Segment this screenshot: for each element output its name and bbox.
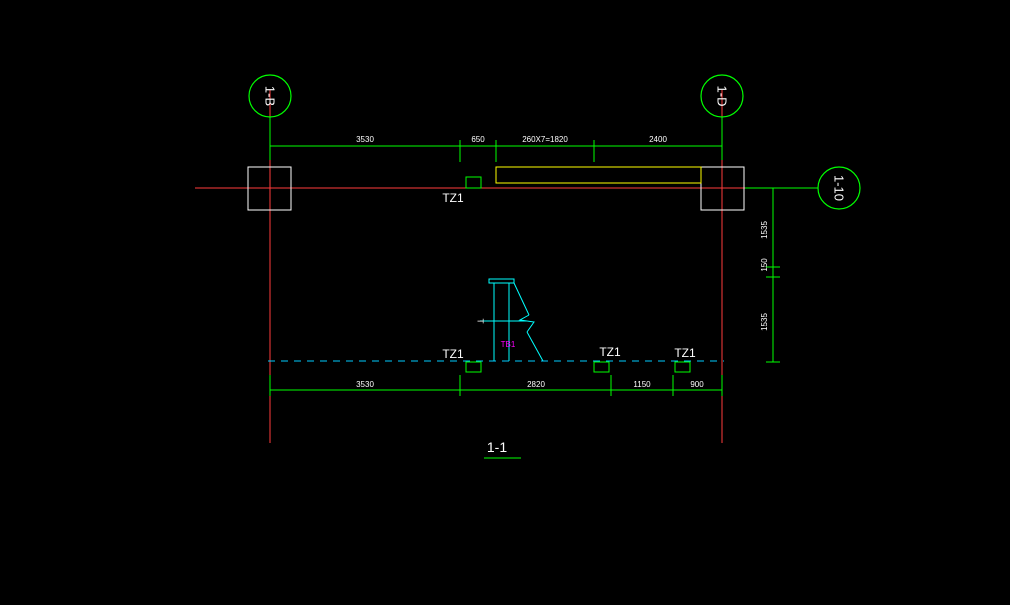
column-left[interactable]	[247, 166, 292, 211]
bottom-dim-4: 900	[690, 380, 704, 389]
stair-section[interactable]	[480, 278, 544, 362]
stair-label: TB1	[501, 340, 516, 349]
axis-bubble-1-d[interactable]: 1-D	[700, 74, 744, 145]
top-dim-2: 650	[471, 135, 485, 144]
tz-top-label: TZ1	[442, 191, 464, 205]
tz-bottom-box-2[interactable]	[593, 361, 610, 373]
section-title: 1-1	[487, 439, 507, 455]
landing-slab[interactable]	[495, 166, 702, 184]
tz-bottom-label-2: TZ1	[599, 345, 621, 359]
right-dim-1: 1535	[760, 221, 769, 239]
top-dim-4: 2400	[649, 135, 667, 144]
axis-label-1-b: 1-B	[263, 86, 278, 106]
top-dim-3: 260X7=1820	[522, 135, 568, 144]
bottom-dim-3: 1150	[633, 380, 651, 389]
top-dim-1: 3530	[356, 135, 374, 144]
right-dim-2: 150	[760, 258, 769, 272]
column-right[interactable]	[700, 166, 745, 211]
tz-bottom-label-1: TZ1	[442, 347, 464, 361]
tz-bottom-box-1[interactable]	[465, 361, 482, 373]
tz-bottom-box-3[interactable]	[674, 361, 691, 373]
axis-label-1-10: 1-10	[832, 175, 847, 201]
top-dimension-line	[269, 140, 723, 162]
tz-top-box[interactable]	[465, 176, 482, 189]
bottom-dim-1: 3530	[356, 380, 374, 389]
tz-bottom-label-3: TZ1	[674, 346, 696, 360]
bottom-dimension-line	[269, 375, 723, 396]
right-dimension-line	[766, 188, 780, 363]
right-dim-3: 1535	[760, 313, 769, 331]
bottom-dim-2: 2820	[527, 380, 545, 389]
axis-label-1-d: 1-D	[715, 86, 730, 107]
stair-mark: T	[476, 319, 485, 324]
axis-bubble-1-10[interactable]: 1-10	[745, 166, 861, 210]
